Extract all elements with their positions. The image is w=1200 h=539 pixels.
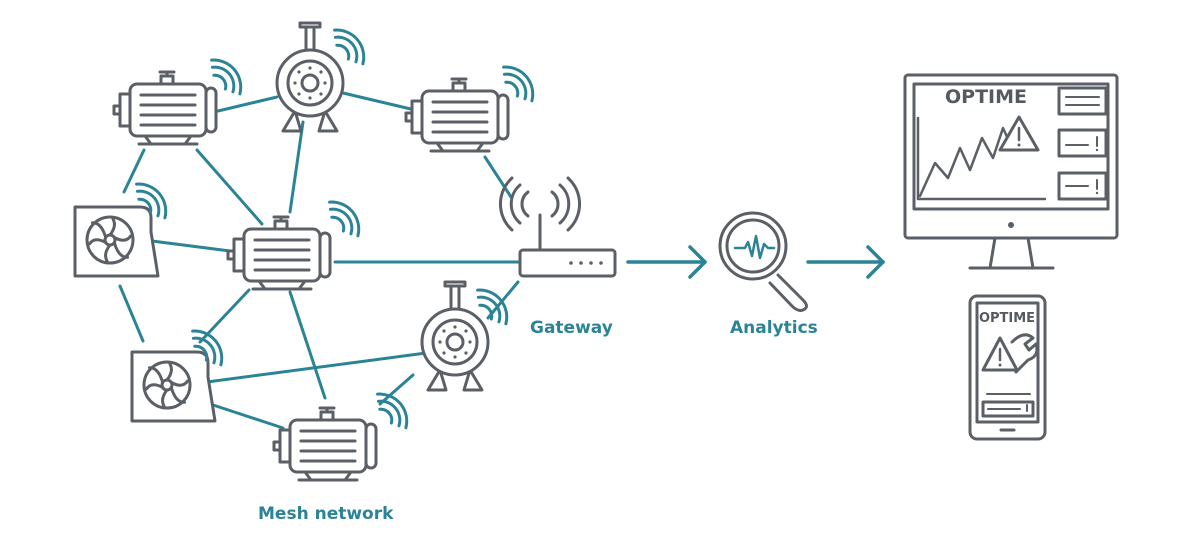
arrow-right-icon [806, 245, 885, 279]
motor-icon [272, 406, 378, 482]
fan-icon [73, 205, 160, 278]
phone-brand: OPTIME [979, 311, 1035, 326]
analytics-label: Analytics [730, 318, 818, 338]
wifi-waves-icon [328, 193, 369, 238]
wifi-waves-icon [502, 58, 543, 103]
magnifier-icon [718, 211, 808, 312]
wrench-icon [1010, 333, 1039, 374]
wifi-waves-icon [210, 51, 251, 96]
motor-icon [404, 77, 510, 153]
router-icon [498, 176, 617, 278]
monitor-brand: OPTIME [945, 86, 1027, 108]
pump-icon [275, 21, 345, 133]
arrow-right-icon [626, 245, 707, 279]
gateway-label: Gateway [530, 318, 613, 338]
wifi-waves-icon [476, 281, 517, 326]
warning-icon [981, 336, 1019, 372]
smartphone-icon [968, 294, 1047, 441]
motor-icon [226, 215, 332, 291]
mesh-links [118, 91, 520, 430]
wifi-waves-icon [333, 21, 374, 66]
fan-icon [130, 350, 217, 423]
monitor-icon [903, 73, 1119, 270]
warning-icon [998, 115, 1040, 152]
wifi-waves-icon [376, 385, 417, 430]
motor-icon [112, 70, 218, 146]
mesh-network-label: Mesh network [258, 504, 394, 524]
